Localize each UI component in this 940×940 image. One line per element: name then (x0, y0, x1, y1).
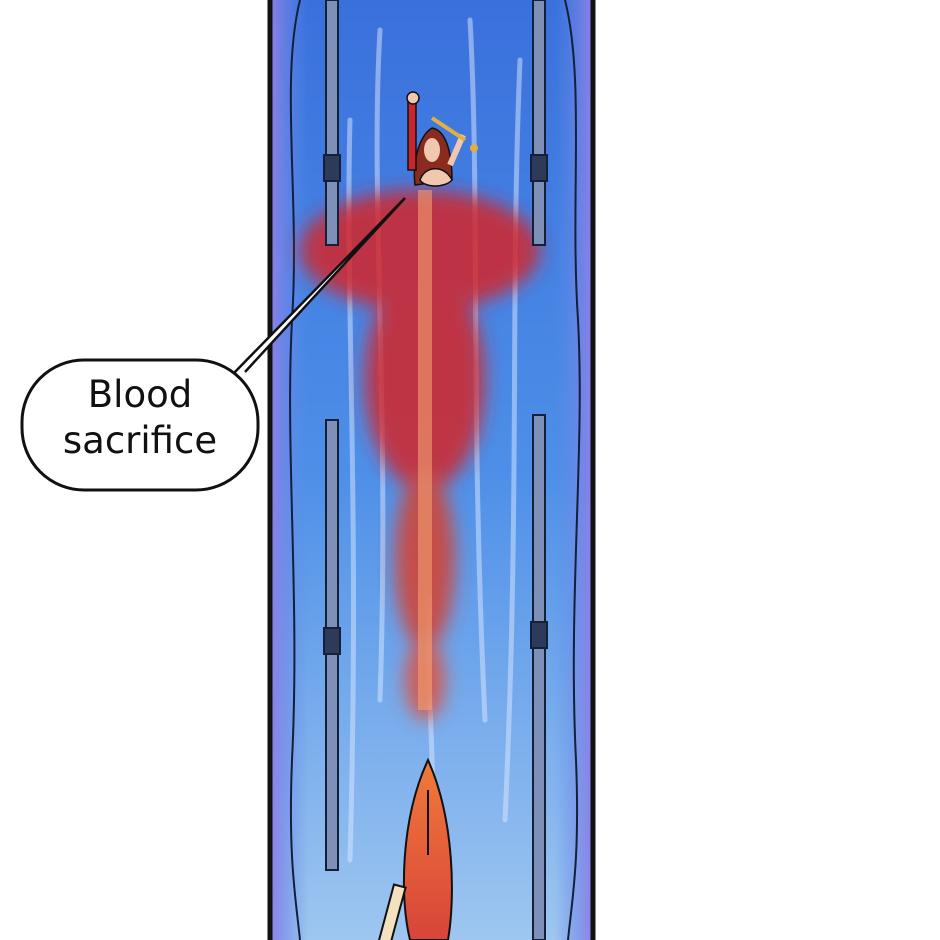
woman-figure (406, 91, 478, 187)
speech-bubble-text: Blood sacrifice (22, 372, 258, 464)
speech-line-2: sacrifice (62, 419, 218, 462)
speech-bubble (20, 197, 406, 492)
kayak (377, 757, 453, 940)
blood-streak (418, 190, 432, 710)
speech-line-1: Blood (87, 373, 193, 416)
poles (323, 0, 548, 940)
panel-border (267, 0, 596, 940)
